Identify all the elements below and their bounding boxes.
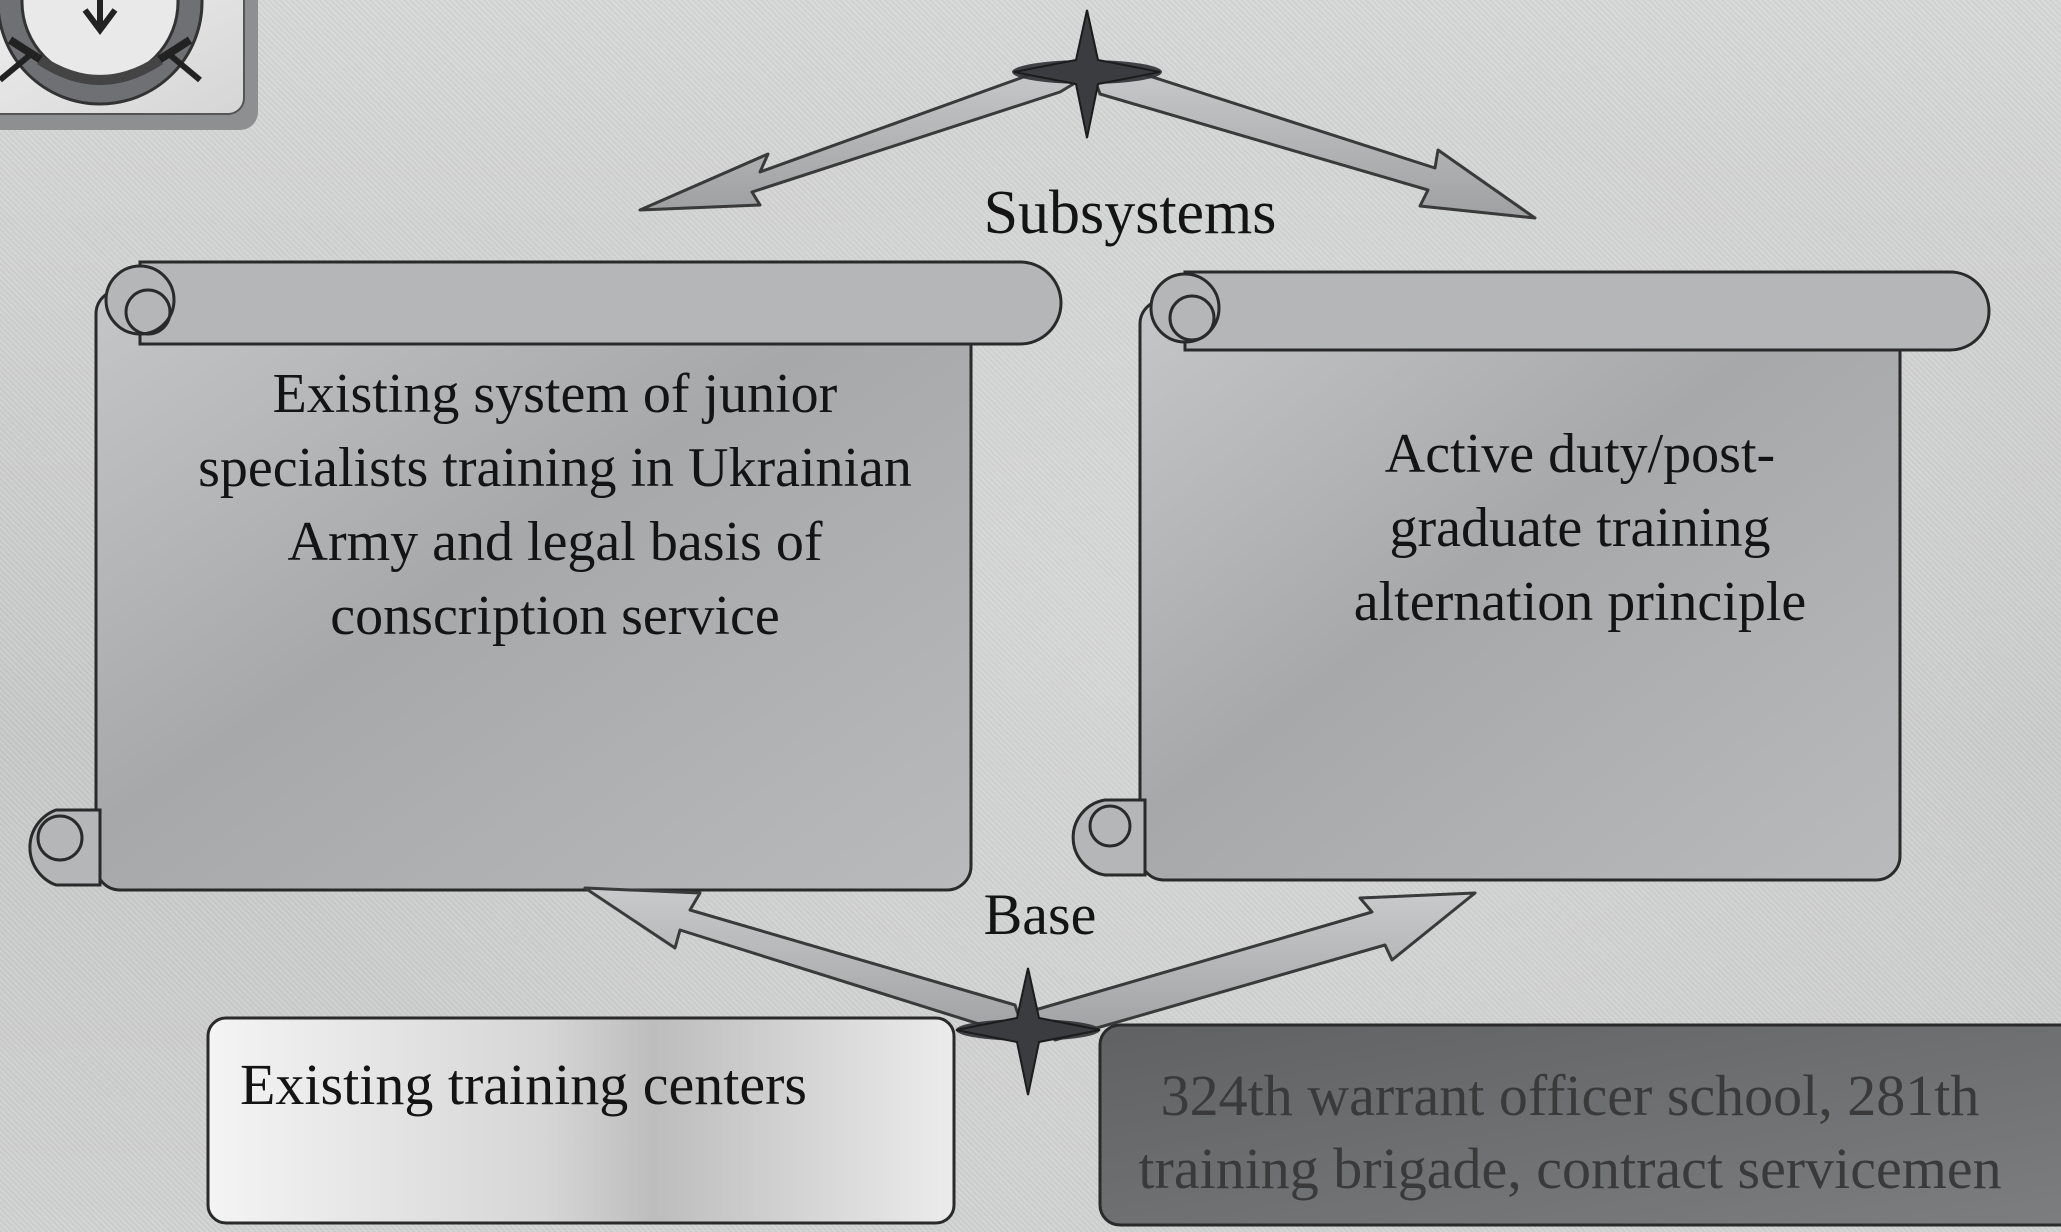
subsystem-right-text: Active duty/post-graduate training alter…: [1353, 423, 1807, 633]
bottom-star-icon: [955, 967, 1101, 1096]
base-box-right: [1098, 1023, 2061, 1227]
scroll-right: [1071, 270, 1991, 882]
subsystems-label: Subsystems: [983, 179, 1277, 247]
top-arrow-right: [1093, 62, 1537, 220]
bottom-arrow-left: [583, 886, 1032, 1042]
emblem-logo: [0, 0, 258, 130]
top-star-icon: [1012, 9, 1162, 139]
scroll-left: [28, 260, 1063, 892]
subsystem-left-text: Existing system of junior specialists tr…: [198, 363, 912, 647]
base-box-right-text: 324th warrant officer school, 281th trai…: [1138, 1063, 2002, 1201]
base-box-left: [206, 1016, 956, 1225]
top-arrow-left: [638, 60, 1082, 212]
bottom-arrow-right: [1033, 891, 1477, 1042]
base-box-left-text: Existing training centers: [240, 1052, 807, 1117]
base-label: Base: [983, 882, 1097, 947]
